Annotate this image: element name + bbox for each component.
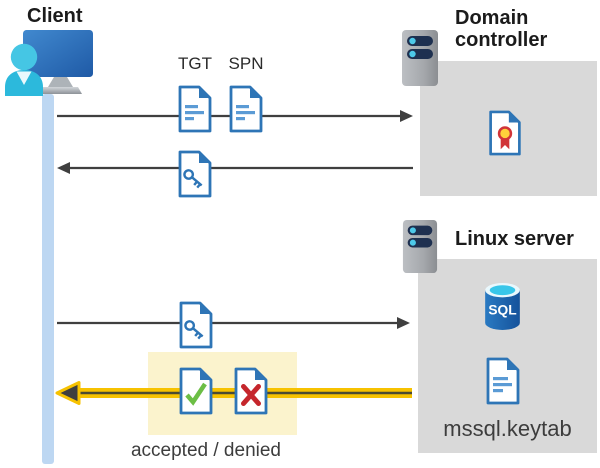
tgt-document-icon <box>177 85 213 133</box>
linux-server-label: Linux server <box>455 228 574 250</box>
linux-server-icon <box>402 219 438 274</box>
result-label: accepted / denied <box>130 440 281 461</box>
denied-x-document-icon <box>233 367 269 415</box>
keytab-document-icon <box>485 357 521 405</box>
domain-controller-label: Domain controller <box>455 7 548 51</box>
client-label: Client <box>27 5 83 27</box>
service-key-document-icon <box>178 301 214 349</box>
certificate-document-icon <box>486 110 524 156</box>
spn-label: SPN <box>228 54 264 73</box>
accepted-check-document-icon <box>178 367 214 415</box>
request-arrow-service-ticket <box>57 317 410 329</box>
tgt-label: TGT <box>178 54 212 73</box>
keytab-label: mssql.keytab <box>443 416 572 441</box>
monitor-icon <box>23 30 93 94</box>
client-icon <box>5 30 93 96</box>
spn-document-icon <box>228 85 264 133</box>
response-arrow-ticket <box>57 162 413 174</box>
result-highlight-box <box>148 352 297 435</box>
client-timeline-bar <box>42 94 54 464</box>
sql-icon-label: SQL <box>488 303 516 318</box>
user-icon <box>5 43 43 96</box>
sql-database-icon: SQL <box>485 283 520 330</box>
ticket-key-document-icon <box>177 150 213 198</box>
domain-controller-server-icon <box>402 30 438 86</box>
